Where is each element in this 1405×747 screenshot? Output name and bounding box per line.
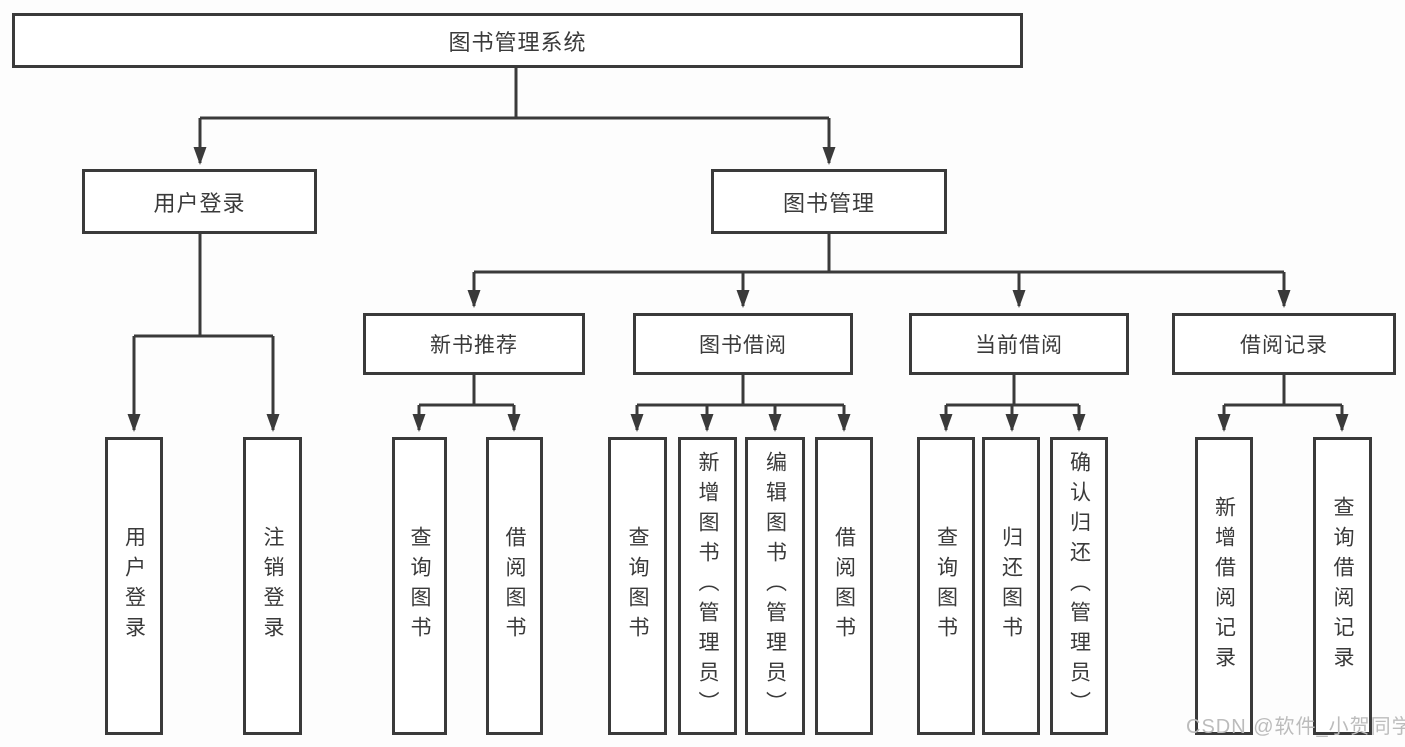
leaf-query-books-borrow: 查询图书 — [608, 437, 667, 735]
node-label: 当前借阅 — [975, 334, 1063, 357]
csdn-watermark: CSDN @软件_小贺同学 — [1186, 716, 1405, 738]
node-label: 确认归还（管理员） — [1067, 451, 1091, 721]
leaf-edit-books-admin: 编辑图书（管理员） — [745, 437, 805, 735]
leaf-add-books-admin: 新增图书（管理员） — [678, 437, 737, 735]
node-label: 查询借阅记录 — [1331, 496, 1354, 676]
leaf-add-borrow-record: 新增借阅记录 — [1195, 437, 1253, 735]
leaf-user-login: 用户登录 — [105, 437, 163, 735]
node-current-borrow: 当前借阅 — [909, 313, 1129, 375]
node-user-login-module: 用户登录 — [82, 169, 317, 234]
node-label: 查询图书 — [934, 526, 958, 646]
node-label: 编辑图书（管理员） — [763, 451, 787, 721]
node-label: 图书管理 — [782, 190, 875, 216]
node-label: 查询图书 — [408, 526, 431, 646]
node-borrow-records: 借阅记录 — [1172, 313, 1396, 375]
leaf-confirm-return-admin: 确认归还（管理员） — [1050, 437, 1108, 735]
node-label: 图书管理系统 — [448, 29, 587, 55]
node-label: 借阅记录 — [1240, 334, 1328, 357]
leaf-borrow-books-recommend: 借阅图书 — [486, 437, 543, 735]
node-label: 借阅图书 — [503, 526, 526, 646]
node-new-book-recommend: 新书推荐 — [363, 313, 585, 375]
node-label: 用户登录 — [153, 190, 246, 216]
node-label: 图书借阅 — [699, 334, 787, 357]
node-label: 查询图书 — [626, 526, 649, 646]
leaf-return-books: 归还图书 — [982, 437, 1040, 735]
node-library-management-system: 图书管理系统 — [12, 13, 1023, 68]
node-book-borrow: 图书借阅 — [633, 313, 853, 375]
leaf-query-books-recommend: 查询图书 — [392, 437, 447, 735]
node-book-management-module: 图书管理 — [711, 169, 947, 234]
node-label: 用户登录 — [122, 526, 146, 646]
leaf-query-books-current: 查询图书 — [917, 437, 975, 735]
node-label: 注销登录 — [261, 526, 284, 646]
node-label: 新增借阅记录 — [1212, 496, 1236, 676]
node-label: 借阅图书 — [832, 526, 856, 646]
node-label: 归还图书 — [999, 526, 1023, 646]
leaf-query-borrow-record: 查询借阅记录 — [1313, 437, 1372, 735]
node-label: 新书推荐 — [430, 334, 518, 357]
leaf-borrow-books: 借阅图书 — [815, 437, 873, 735]
node-label: 新增图书（管理员） — [696, 451, 719, 721]
leaf-logout: 注销登录 — [243, 437, 302, 735]
